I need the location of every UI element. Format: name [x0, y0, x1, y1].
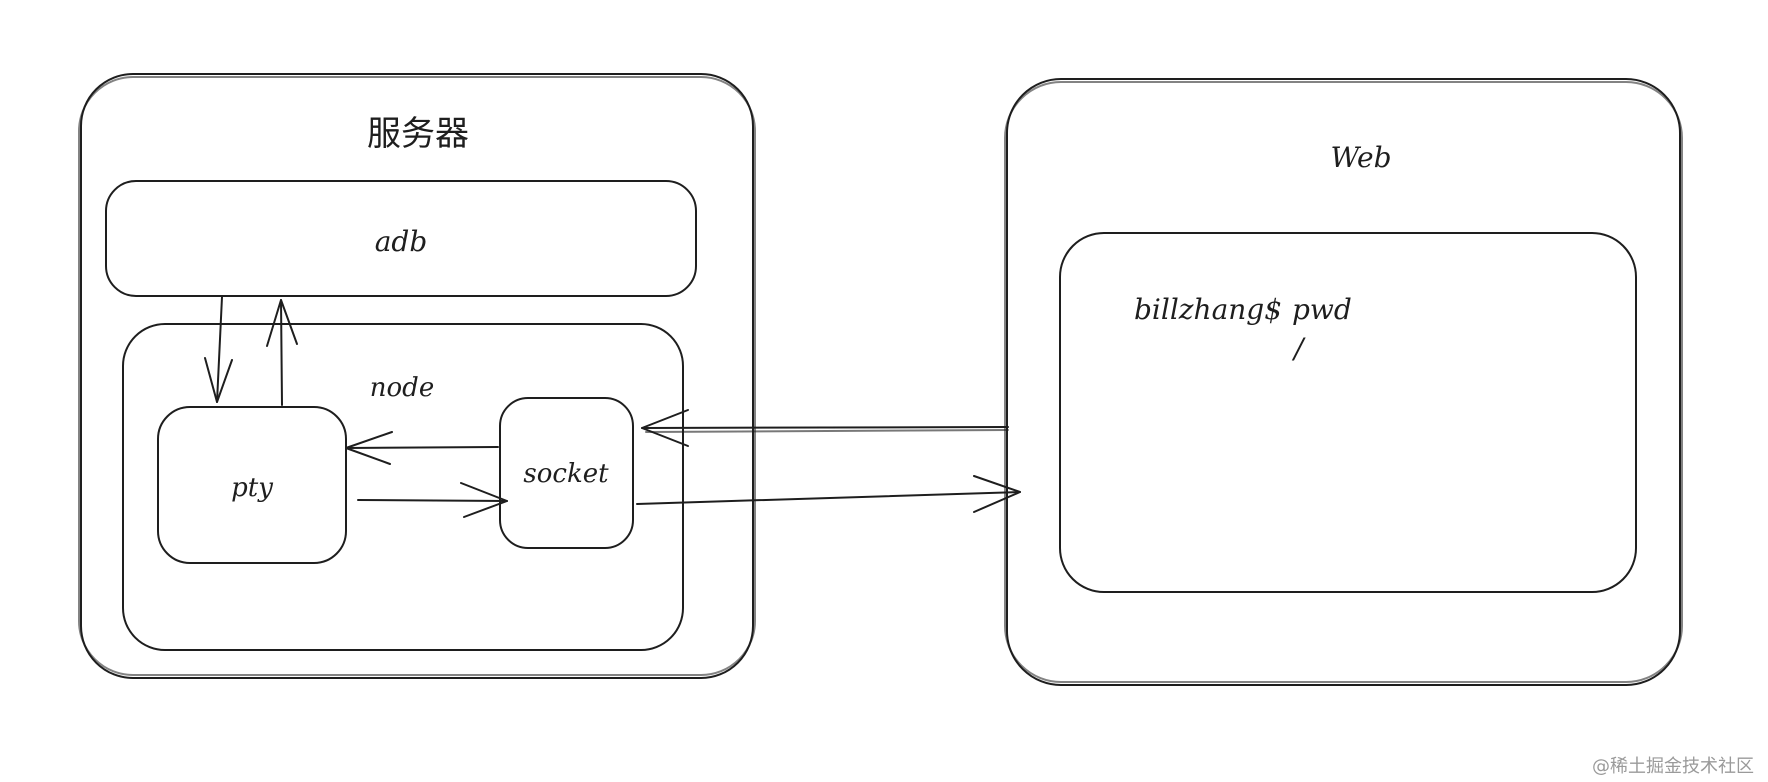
server-title: 服务器	[367, 114, 469, 154]
server-container: 服务器 adb node pty socket	[78, 73, 756, 679]
server-box	[80, 73, 754, 679]
arrow-socket-to-pty	[345, 431, 499, 465]
terminal-prompt: billzhang$	[1134, 293, 1282, 326]
web-title: Web	[1331, 141, 1392, 174]
socket-box	[499, 397, 634, 549]
watermark: @稀土掘金技术社区	[1592, 756, 1754, 777]
adb-label: adb	[375, 225, 428, 258]
arrow-socket-to-web	[636, 475, 1021, 513]
adb-box	[105, 180, 697, 297]
pty-label: pty	[231, 473, 273, 503]
arrow-pty-to-adb	[266, 299, 298, 406]
server-box-sketch-stroke	[78, 76, 756, 676]
terminal-output: /	[1291, 332, 1306, 365]
web-box-sketch-stroke	[1004, 81, 1683, 683]
pty-box	[157, 406, 347, 564]
arrow-adb-to-pty	[204, 296, 233, 403]
node-box	[122, 323, 684, 651]
web-container: Web billzhang$ pwd /	[1004, 78, 1683, 686]
arrow-pty-to-socket	[357, 482, 508, 518]
node-label: node	[370, 373, 434, 403]
socket-label: socket	[523, 459, 609, 489]
web-box	[1006, 78, 1681, 686]
terminal-box	[1059, 232, 1637, 593]
terminal-command: pwd	[1292, 293, 1352, 326]
arrow-web-to-socket	[641, 409, 1009, 447]
